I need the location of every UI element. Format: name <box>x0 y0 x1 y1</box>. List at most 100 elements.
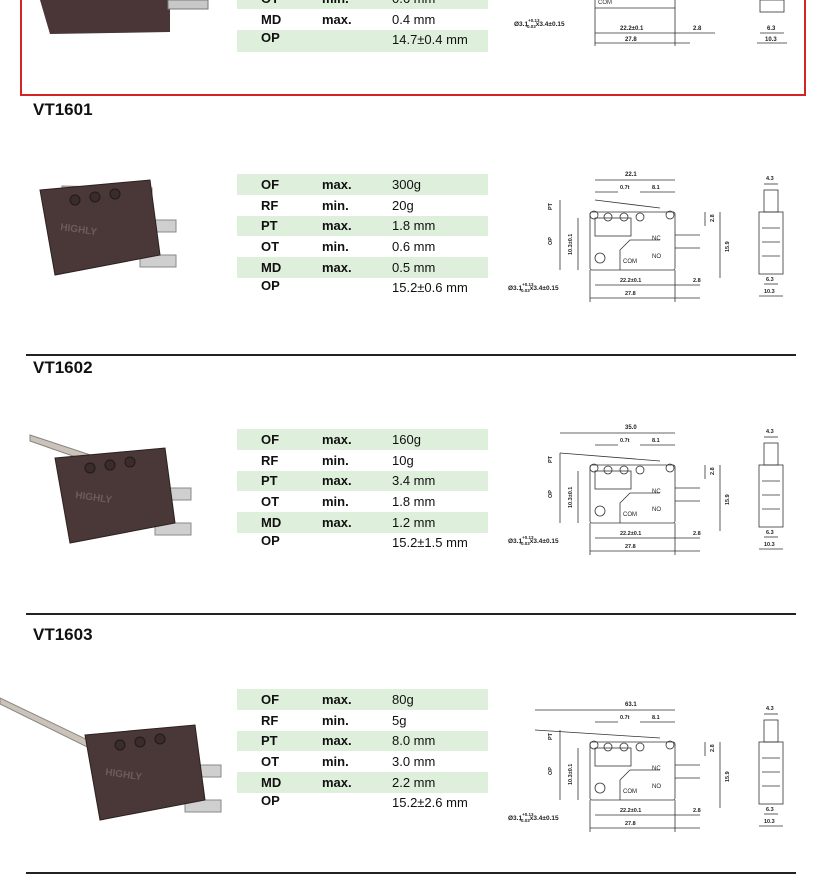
dim-label: 27.8 <box>625 291 636 297</box>
dim-label: COM <box>623 512 637 518</box>
svg-text:10.3: 10.3 <box>765 37 777 43</box>
spec-value: 80g <box>392 689 488 710</box>
dim-label: 8.1 <box>652 715 660 721</box>
spec-qualifier: max. <box>322 215 392 237</box>
dim-label: NC <box>652 236 661 242</box>
lever-outline <box>559 452 661 462</box>
switch-photo: HIGHLY <box>0 697 222 821</box>
spec-qualifier: max. <box>322 174 392 195</box>
product-title: VT1603 <box>33 625 93 644</box>
spec-key: RF <box>261 452 279 468</box>
spec-row: OP 15.2±1.5 mm <box>237 533 488 556</box>
spec-key: OF <box>237 429 322 450</box>
dim-label: 10.3±0.1 <box>568 234 574 255</box>
switch-body <box>84 724 206 821</box>
section-divider <box>26 354 796 356</box>
spec-key: OP <box>261 277 280 293</box>
hole-spec: Ø3.1+0.13-0.03x3.4±0.15 <box>508 535 559 546</box>
spec-value: 300g <box>392 174 488 195</box>
svg-text:COM: COM <box>598 0 612 6</box>
body-rivet <box>109 188 121 200</box>
dim-label: NO <box>652 507 661 513</box>
spec-qualifier: min. <box>322 712 349 728</box>
spec-row: RF min. 10g <box>237 450 488 471</box>
spec-key: MD <box>237 257 322 278</box>
dim-label: 2.8 <box>710 214 716 222</box>
svg-text:22.2±0.1: 22.2±0.1 <box>620 26 644 32</box>
dim-label: 2.8 <box>693 808 701 814</box>
spec-value: 1.2 mm <box>392 512 488 533</box>
spec-value: 8.0 mm <box>392 730 488 752</box>
section-divider <box>26 872 796 874</box>
dim-label: NC <box>652 489 661 495</box>
button-outline <box>603 212 613 222</box>
top-dimension-drawing: COM Ø3.1+0.13-0.03x3.4±0.15 22.2±0.1 2.8… <box>514 0 787 46</box>
dim-label: 6.3 <box>766 277 774 283</box>
dim-label: PT <box>548 455 554 463</box>
spec-key: PT <box>237 470 322 492</box>
svg-text:6.3: 6.3 <box>767 26 776 32</box>
body-rivet <box>154 733 166 745</box>
spec-qualifier: min. <box>322 452 349 468</box>
contact-path <box>619 492 660 523</box>
mount-hole <box>594 505 606 517</box>
brand-logo: HIGHLY <box>75 490 113 506</box>
spec-value: 15.2±1.5 mm <box>392 534 468 550</box>
spec-qualifier: max. <box>322 730 392 752</box>
spec-key: OP <box>261 532 280 548</box>
mount-hole <box>665 740 675 750</box>
spec-key: PT <box>237 215 322 237</box>
body-rivet <box>89 191 101 203</box>
side-view-body <box>758 464 784 528</box>
dim-label: 22.1 <box>625 172 637 178</box>
spec-qualifier: min. <box>322 754 349 770</box>
dim-label: 10.3 <box>764 819 775 825</box>
spec-key: PT <box>237 730 322 752</box>
dim-label: 2.8 <box>693 278 701 284</box>
spec-key: OF <box>237 174 322 195</box>
dim-label: NO <box>652 784 661 790</box>
spec-qualifier: max. <box>322 512 392 533</box>
button-outline <box>619 212 629 222</box>
lever-outline <box>594 199 661 209</box>
spec-qualifier: min. <box>322 239 349 255</box>
body-outline <box>589 464 676 524</box>
dim-label: 0.7t <box>620 185 630 191</box>
label-area <box>594 217 632 237</box>
dim-label: PT <box>548 202 554 210</box>
switch-photo: HIGHLY <box>29 434 192 544</box>
spec-qualifier: min. <box>322 197 349 213</box>
dim-label: 8.1 <box>652 438 660 444</box>
spec-qualifier <box>322 793 392 816</box>
dim-label: NO <box>652 254 661 260</box>
body-rivet <box>134 736 146 748</box>
dim-label: 27.8 <box>625 821 636 827</box>
dim-label: OP <box>548 767 554 775</box>
switch-body <box>54 447 176 544</box>
dim-label: 63.1 <box>625 702 637 708</box>
svg-text:Ø3.1+0.13-0.03x3.4±0.15: Ø3.1+0.13-0.03x3.4±0.15 <box>514 18 565 29</box>
dim-label: NC <box>652 766 661 772</box>
switch-photo: HIGHLY <box>39 179 177 276</box>
side-view-actuator <box>763 189 779 213</box>
product-title: VT1602 <box>33 358 93 377</box>
switch-body <box>39 179 161 276</box>
spec-key: MD <box>237 772 322 793</box>
spec-value: 3.4 mm <box>392 470 488 492</box>
body-rivet <box>84 462 96 474</box>
button-outline <box>635 465 645 475</box>
spec-value: 10g <box>392 452 414 468</box>
